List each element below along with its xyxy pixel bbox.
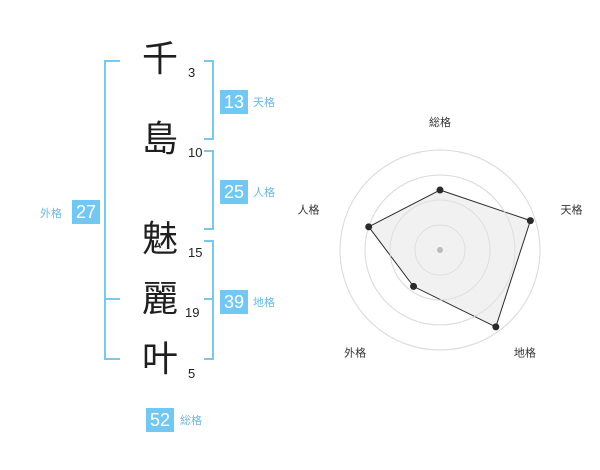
radar-point-3	[410, 282, 418, 290]
gai-bracket-bottom	[104, 358, 120, 360]
radar-polygon	[367, 189, 532, 328]
radar-axis-label-4: 人格	[297, 202, 319, 216]
ten-badge: 13	[220, 90, 248, 114]
chi-bracket-bottom	[204, 358, 214, 360]
ten-bracket-top	[204, 60, 214, 62]
name-char-4: 麗	[142, 279, 179, 320]
radar-axis-label-3: 外格	[344, 346, 366, 360]
radar-ring-overlay-4	[339, 149, 541, 351]
radar-ring-overlay-2	[389, 199, 491, 301]
radar-point-0	[436, 186, 444, 194]
gai-bracket-top	[104, 60, 120, 62]
gai-bracket-mid	[104, 298, 120, 300]
radar-axis-label-0: 総格	[429, 115, 451, 129]
radar-point-2	[492, 323, 500, 331]
ten-label: 天格	[253, 96, 275, 109]
ten-bracket-vertical	[212, 60, 214, 140]
chi-bracket-top	[204, 240, 214, 242]
radar-ring-overlay-1	[414, 224, 466, 276]
name-char-5: 叶	[142, 339, 179, 380]
ten-bracket-bottom	[204, 138, 214, 140]
jin-bracket-top	[204, 150, 214, 152]
stroke-count-3: 15	[188, 245, 203, 260]
radar-chart: 総格天格地格 外格 人格	[297, 0, 600, 470]
gai-label: 外格	[40, 207, 62, 220]
name-char-2: 島	[142, 119, 179, 160]
stroke-count-2: 10	[188, 145, 203, 160]
radar-ring-overlay-3	[364, 174, 516, 326]
chi-label: 地格	[253, 296, 275, 309]
stroke-count-1: 3	[188, 65, 196, 80]
chi-badge: 39	[220, 290, 248, 314]
name-char-1: 千	[142, 39, 179, 80]
jin-bracket-bottom	[204, 228, 214, 230]
jin-bracket-vertical	[212, 150, 214, 230]
radar-point-4	[365, 223, 373, 231]
jin-badge: 25	[220, 180, 248, 204]
stroke-count-4: 19	[185, 305, 200, 320]
jin-label: 人格	[253, 186, 275, 199]
name-char-3: 魅	[142, 219, 179, 260]
sou-badge: 52	[146, 408, 174, 432]
sou-label: 総格	[180, 414, 202, 427]
radar-axis-label-2: 地格	[514, 346, 536, 360]
chi-bracket-vertical	[212, 240, 214, 360]
gai-bracket-vertical	[104, 60, 106, 360]
chi-bracket-mid	[204, 298, 214, 300]
radar-center-dot	[437, 247, 443, 253]
stroke-count-5: 5	[188, 366, 196, 381]
radar-point-1	[526, 217, 534, 225]
gai-badge: 27	[72, 200, 100, 224]
radar-axis-label-1: 天格	[561, 202, 583, 216]
